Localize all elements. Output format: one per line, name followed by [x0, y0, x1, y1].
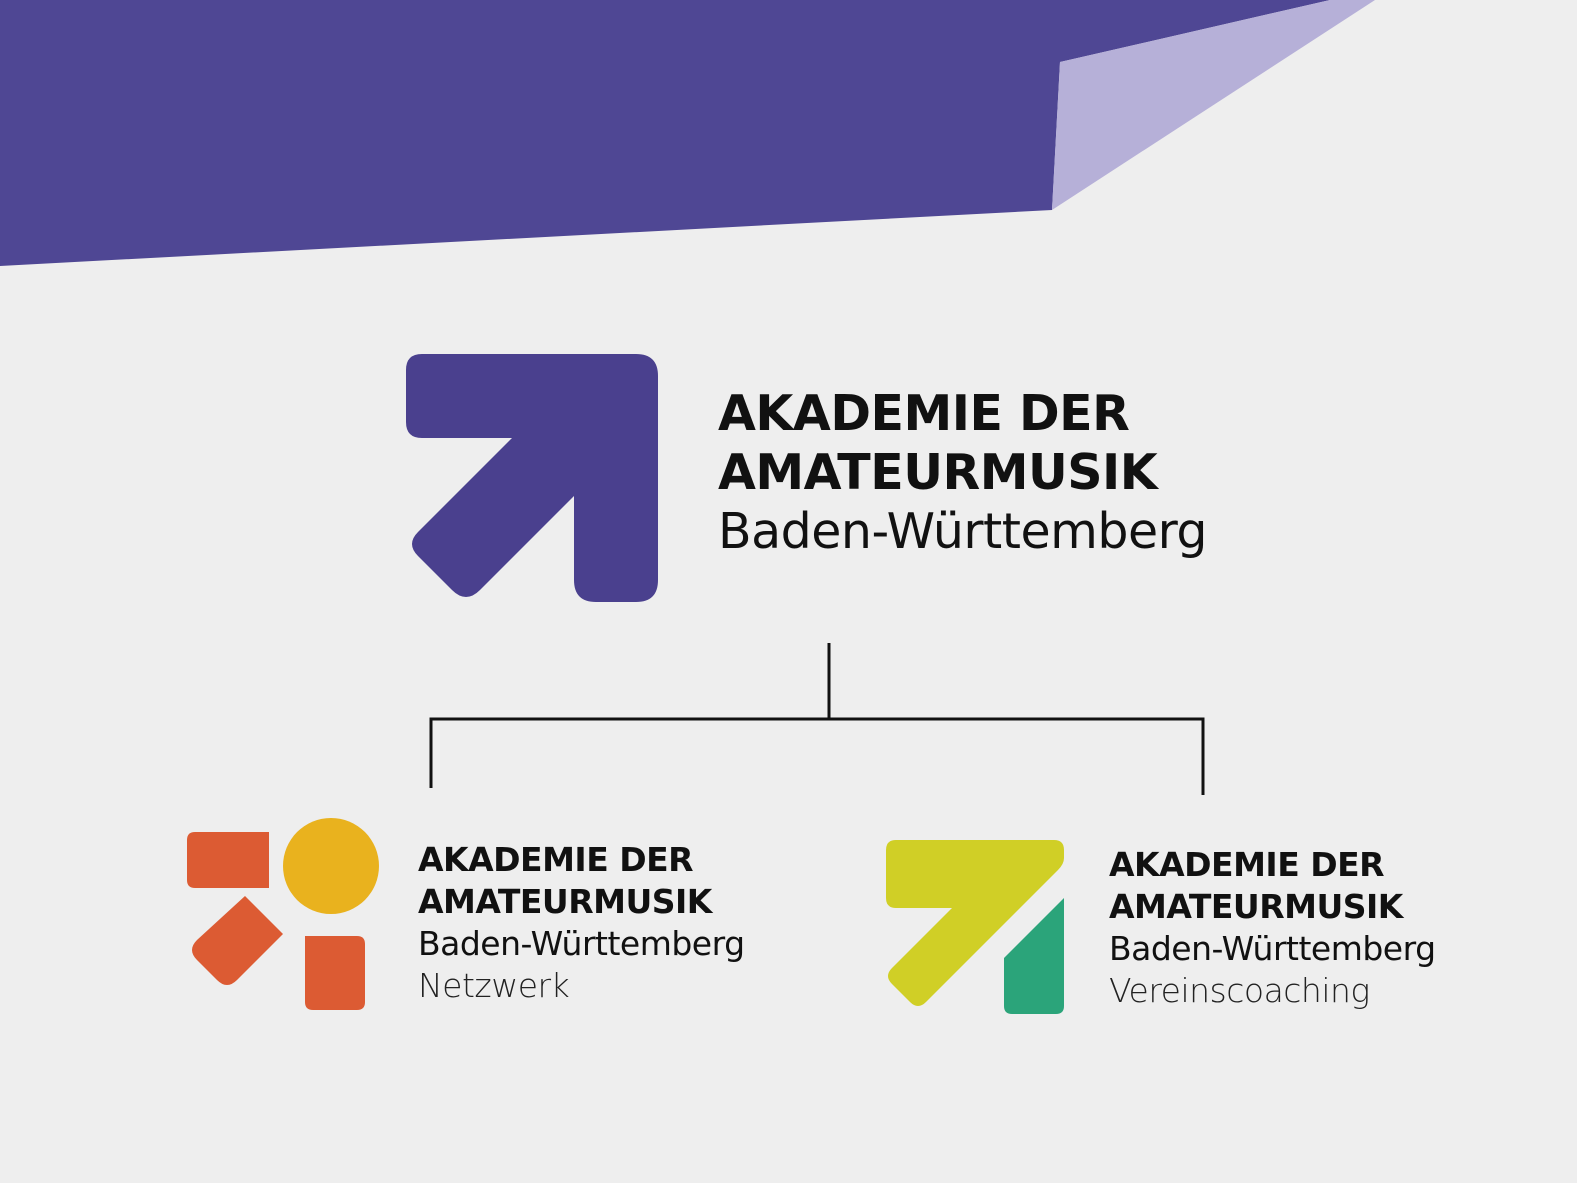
netzwerk-wordmark-line1: AKADEMIE DER [418, 840, 694, 879]
main-wordmark-line1: AKADEMIE DER [718, 385, 1130, 442]
connector-bracket [429, 717, 1205, 795]
verein-wordmark-line3: Baden-Württemberg [1109, 929, 1436, 968]
verein-wordmark-sub: Vereinscoaching [1109, 971, 1370, 1010]
vereinscoaching-logo-icon [886, 840, 1064, 1014]
banner-light-fold [1052, 0, 1375, 210]
banner-dark-shape [0, 0, 1330, 266]
main-wordmark-line2: AMATEURMUSIK [718, 444, 1158, 501]
netzwerk-wordmark-line2: AMATEURMUSIK [418, 882, 712, 921]
netzwerk-wordmark-sub: Netzwerk [418, 966, 570, 1005]
verein-wordmark-line1: AKADEMIE DER [1109, 845, 1385, 884]
netzwerk-logo-icon [187, 818, 385, 1010]
netzwerk-wordmark-line3: Baden-Württemberg [418, 924, 745, 963]
main-arrow-logo-icon [406, 354, 658, 602]
main-wordmark-line3: Baden-Württemberg [718, 503, 1208, 560]
netzwerk-wordmark: AKADEMIE DER AMATEURMUSIK Baden-Württemb… [418, 839, 745, 1007]
vereinscoaching-wordmark: AKADEMIE DER AMATEURMUSIK Baden-Württemb… [1109, 844, 1436, 1012]
main-wordmark: AKADEMIE DER AMATEURMUSIK Baden-Württemb… [718, 384, 1208, 561]
verein-wordmark-line2: AMATEURMUSIK [1109, 887, 1403, 926]
